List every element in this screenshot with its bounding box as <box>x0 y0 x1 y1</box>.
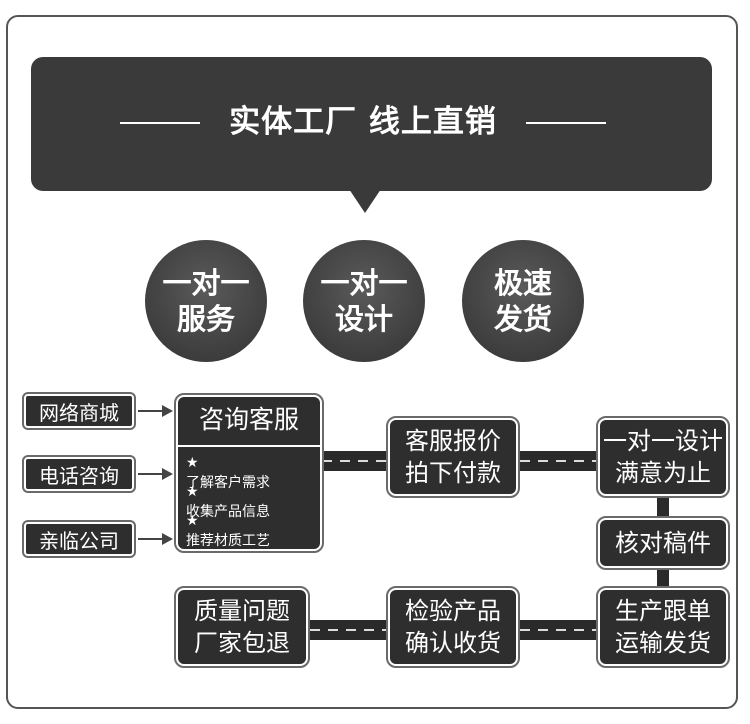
arrow-line <box>138 410 164 412</box>
consult-box: 咨询客服 ★了解客户需求 ★收集产品信息 ★推荐材质工艺 <box>174 393 324 553</box>
feature-circle-design: 一对一 设计 <box>303 240 425 362</box>
banner-line-left <box>120 122 200 124</box>
consult-item: ★了解客户需求 <box>186 455 270 491</box>
feature-circle-delivery: 极速 发货 <box>462 240 584 362</box>
arrow-right-icon <box>162 533 173 545</box>
consult-divider <box>178 445 320 447</box>
road-connector <box>516 620 602 640</box>
arrow-right-icon <box>162 468 173 480</box>
step-quality-return: 质量问题 厂家包退 <box>174 586 310 668</box>
star-icon: ★ <box>186 484 199 500</box>
source-visit-company: 亲临公司 <box>22 520 136 558</box>
consult-title: 咨询客服 <box>198 405 299 434</box>
step-production-shipping: 生产跟单 运输发货 <box>596 586 730 668</box>
feature-line1: 一对一 <box>162 266 250 300</box>
banner-title: 实体工厂 线上直销 <box>229 104 497 140</box>
feature-line2: 设计 <box>334 302 393 336</box>
arrow-line <box>138 473 164 475</box>
vertical-connector <box>657 568 669 590</box>
source-online-mall: 网络商城 <box>22 392 136 430</box>
road-connector <box>318 451 392 471</box>
feature-line2: 服务 <box>176 302 235 336</box>
star-icon: ★ <box>186 513 199 529</box>
feature-line1: 一对一 <box>320 266 408 300</box>
arrow-line <box>138 538 164 540</box>
step-inspect-receive: 检验产品 确认收货 <box>386 586 520 668</box>
step-quote-payment: 客服报价 拍下付款 <box>386 416 520 498</box>
banner-line-right <box>526 122 606 124</box>
step-one-on-one-design: 一对一设计 满意为止 <box>596 416 730 498</box>
feature-circle-service: 一对一 服务 <box>145 240 267 362</box>
road-connector <box>306 620 392 640</box>
banner <box>31 57 712 191</box>
source-phone-consult: 电话咨询 <box>22 455 136 493</box>
feature-line2: 发货 <box>493 302 552 336</box>
banner-pointer <box>349 189 381 213</box>
consult-item: ★收集产品信息 <box>186 484 270 520</box>
step-verify-draft: 核对稿件 <box>596 516 730 570</box>
vertical-connector <box>657 496 669 518</box>
star-icon: ★ <box>186 455 199 471</box>
feature-line1: 极速 <box>493 266 552 300</box>
road-connector <box>516 451 602 471</box>
arrow-right-icon <box>162 405 173 417</box>
consult-item: ★推荐材质工艺 <box>186 513 270 549</box>
